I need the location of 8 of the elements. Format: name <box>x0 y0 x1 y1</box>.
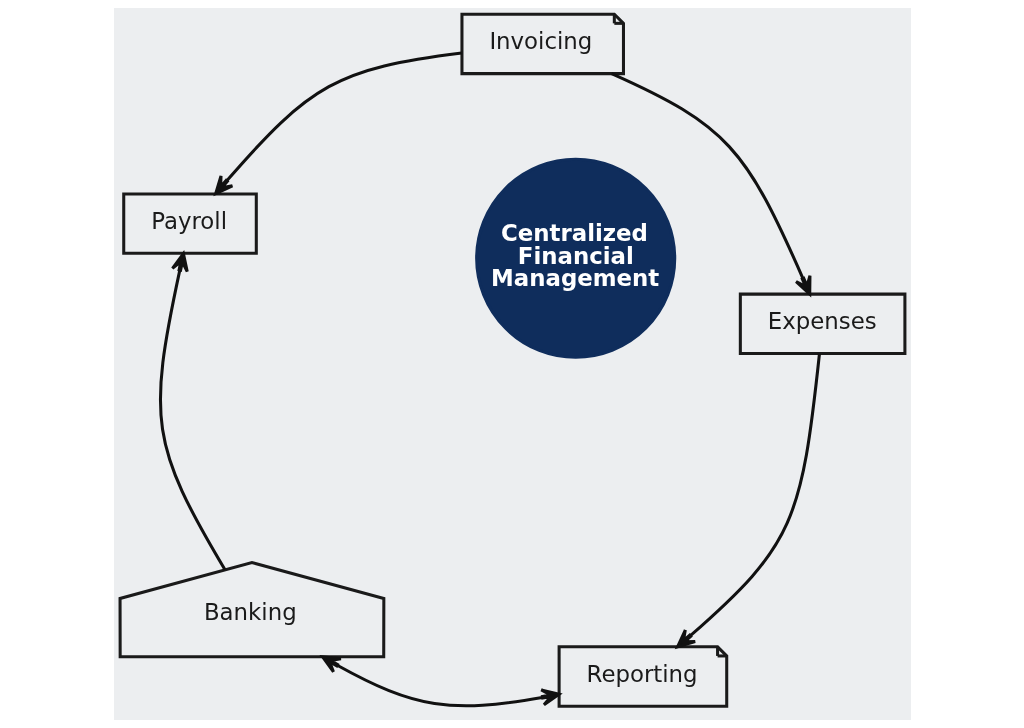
node-box: Expenses <box>738 292 906 356</box>
arrow <box>610 72 811 296</box>
arrow <box>213 51 462 196</box>
node-circle: Centralized Financial Management <box>474 157 676 359</box>
arrow <box>320 655 561 708</box>
node-box: Payroll <box>121 192 258 255</box>
arrow <box>158 252 226 571</box>
arrow <box>675 353 821 649</box>
